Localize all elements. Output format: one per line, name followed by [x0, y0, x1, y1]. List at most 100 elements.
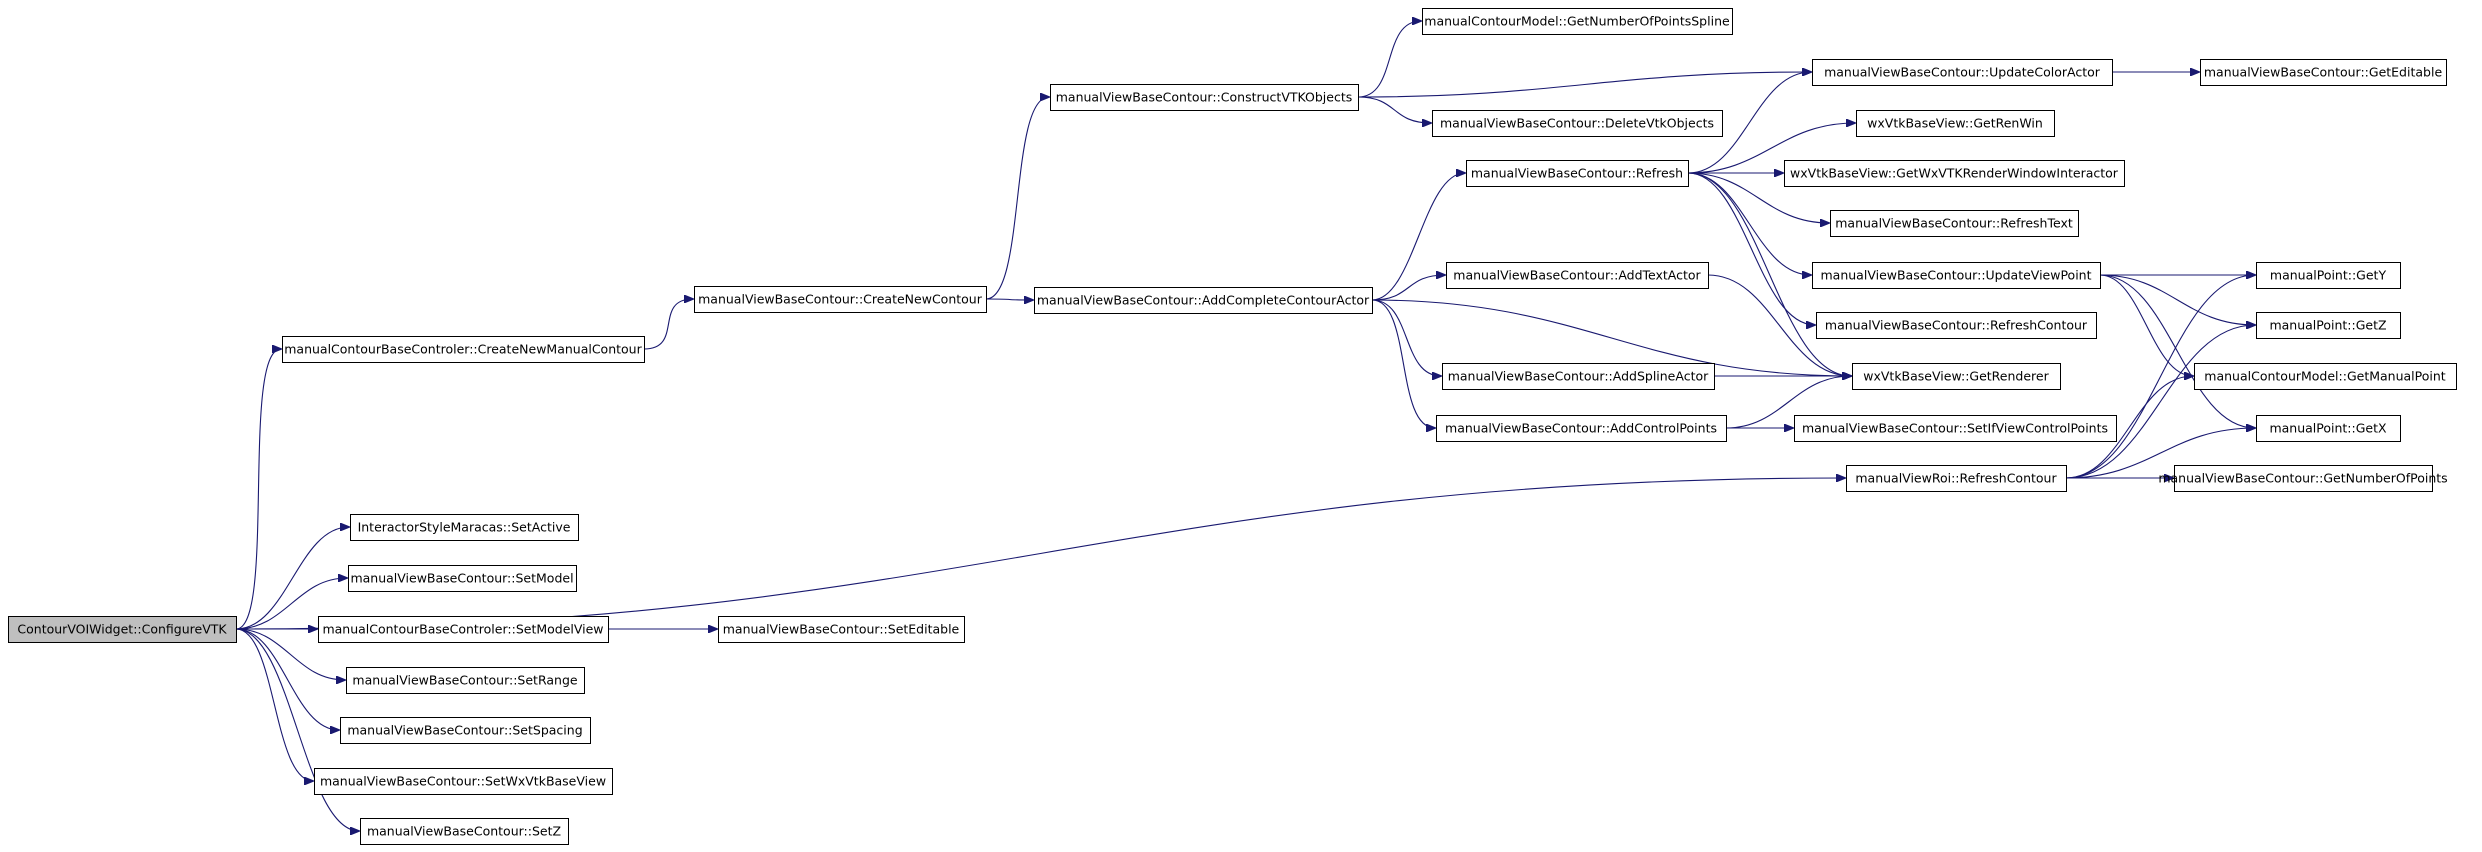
- node-vbc-addcontrol[interactable]: manualViewBaseContour::AddControlPoints: [1436, 415, 1727, 442]
- edge-vbc-refresh-to-wx-getrenwin: [1687, 123, 1855, 174]
- node-vbc-seteditable[interactable]: manualViewBaseContour::SetEditable: [718, 616, 965, 643]
- node-vbc-delete[interactable]: manualViewBaseContour::DeleteVtkObjects: [1432, 110, 1723, 137]
- node-box[interactable]: [318, 616, 609, 643]
- edge-vbc-addcomplete-to-vbc-addspline: [1371, 299, 1441, 376]
- edge-vbc-refresh-to-vbc-updcolor: [1687, 72, 1811, 174]
- node-vbc-setifview[interactable]: manualViewBaseContour::SetIfViewControlP…: [1794, 415, 2117, 442]
- node-box[interactable]: [2200, 59, 2447, 86]
- node-cbc-create[interactable]: manualContourBaseControler::CreateNewMan…: [282, 336, 645, 363]
- node-cm-getmanualpoint[interactable]: manualContourModel::GetManualPoint: [2194, 363, 2457, 390]
- node-vbc-setz[interactable]: manualViewBaseContour::SetZ: [360, 818, 569, 845]
- node-box[interactable]: [1466, 160, 1689, 187]
- edge-roi-refreshcontour-to-mp-getz: [2065, 325, 2255, 479]
- node-vbc-construct[interactable]: manualViewBaseContour::ConstructVTKObjec…: [1050, 84, 1359, 111]
- edge-root-to-vbc-setspacing: [235, 628, 339, 730]
- node-label: manualViewBaseContour::SetZ: [367, 824, 561, 839]
- node-box[interactable]: [1436, 415, 1727, 442]
- node-mp-gety[interactable]: manualPoint::GetY: [2256, 262, 2401, 289]
- node-box[interactable]: [2256, 312, 2401, 339]
- node-box[interactable]: [282, 336, 645, 363]
- node-vbc-refresh[interactable]: manualViewBaseContour::Refresh: [1466, 160, 1689, 187]
- node-box[interactable]: [2256, 415, 2401, 442]
- node-wx-getinteractor[interactable]: wxVtkBaseView::GetWxVTKRenderWindowInter…: [1784, 160, 2125, 187]
- edge-vbc-refresh-to-vbc-refreshtext: [1687, 172, 1829, 223]
- node-vbc-getnumpoints[interactable]: manualViewBaseContour::GetNumberOfPoints: [2158, 465, 2448, 492]
- node-mp-getz[interactable]: manualPoint::GetZ: [2256, 312, 2401, 339]
- edge-vbc-refresh-to-wx-getrenderer: [1687, 172, 1851, 376]
- node-box[interactable]: [1784, 160, 2125, 187]
- node-box[interactable]: [314, 768, 613, 795]
- node-vbc-addcomplete[interactable]: manualViewBaseContour::AddCompleteContou…: [1034, 287, 1373, 314]
- node-box[interactable]: [1050, 84, 1359, 111]
- node-label: manualViewBaseContour::DeleteVtkObjects: [1440, 116, 1714, 131]
- edge-vbc-construct-to-vbc-delete: [1357, 96, 1431, 123]
- node-label: manualContourModel::GetManualPoint: [2204, 369, 2446, 384]
- node-box[interactable]: [2194, 363, 2457, 390]
- node-box[interactable]: [1812, 59, 2113, 86]
- node-vbc-refreshtext[interactable]: manualViewBaseContour::RefreshText: [1830, 210, 2079, 237]
- edge-vbc-addcontrol-to-wx-getrenderer: [1725, 376, 1851, 429]
- edge-vbc-addcomplete-to-vbc-refresh: [1371, 173, 1465, 301]
- edge-vbc-refresh-to-vbc-updviewpoint: [1687, 172, 1811, 275]
- node-cm-npspline[interactable]: manualContourModel::GetNumberOfPointsSpl…: [1422, 8, 1733, 35]
- node-mp-getx[interactable]: manualPoint::GetX: [2256, 415, 2401, 442]
- edge-root-to-vbc-setwx: [235, 628, 313, 781]
- node-label: manualViewBaseContour::GetEditable: [2204, 65, 2443, 80]
- node-box[interactable]: [1432, 110, 1723, 137]
- node-roi-refreshcontour[interactable]: manualViewRoi::RefreshContour: [1846, 465, 2067, 492]
- node-box[interactable]: [1812, 262, 2101, 289]
- edge-roi-refreshcontour-to-mp-getx: [2065, 428, 2255, 479]
- node-label: manualViewRoi::RefreshContour: [1855, 471, 2057, 486]
- edge-vbc-construct-to-cm-npspline: [1357, 21, 1421, 98]
- node-box[interactable]: [1446, 262, 1709, 289]
- node-vbc-setwx[interactable]: manualViewBaseContour::SetWxVtkBaseView: [314, 768, 613, 795]
- node-vbc-create[interactable]: manualViewBaseContour::CreateNewContour: [694, 286, 987, 313]
- node-box[interactable]: [1856, 110, 2055, 137]
- node-box[interactable]: [1852, 363, 2061, 390]
- node-box[interactable]: [340, 717, 591, 744]
- node-box[interactable]: [2256, 262, 2401, 289]
- edge-root-to-vbc-setrange: [235, 628, 345, 680]
- edge-vbc-refresh-to-vbc-refreshcontour: [1687, 172, 1815, 325]
- node-label: manualViewBaseContour::ConstructVTKObjec…: [1056, 90, 1353, 105]
- node-box[interactable]: [718, 616, 965, 643]
- edge-root-to-ism-setactive: [235, 527, 349, 630]
- node-cbc-setmodelview[interactable]: manualContourBaseControler::SetModelView: [318, 616, 609, 643]
- node-label: manualViewBaseContour::SetEditable: [723, 622, 960, 637]
- node-label: manualPoint::GetZ: [2269, 318, 2386, 333]
- node-vbc-setspacing[interactable]: manualViewBaseContour::SetSpacing: [340, 717, 591, 744]
- edge-vbc-updviewpoint-to-mp-getz: [2099, 274, 2255, 325]
- node-box[interactable]: [1816, 312, 2097, 339]
- node-box[interactable]: [2174, 465, 2433, 492]
- node-vbc-setmodel[interactable]: manualViewBaseContour::SetModel: [348, 565, 577, 592]
- node-box[interactable]: [350, 514, 579, 541]
- node-box[interactable]: [348, 565, 577, 592]
- node-box[interactable]: [694, 286, 987, 313]
- node-label: manualViewBaseContour::UpdateColorActor: [1824, 65, 2101, 80]
- node-label: manualContourBaseControler::CreateNewMan…: [284, 342, 642, 357]
- edge-root-to-vbc-setz: [235, 628, 359, 831]
- node-vbc-setrange[interactable]: manualViewBaseContour::SetRange: [346, 667, 585, 694]
- node-vbc-updcolor[interactable]: manualViewBaseContour::UpdateColorActor: [1812, 59, 2113, 86]
- node-wx-getrenderer[interactable]: wxVtkBaseView::GetRenderer: [1852, 363, 2061, 390]
- node-vbc-geteditable[interactable]: manualViewBaseContour::GetEditable: [2200, 59, 2447, 86]
- node-box[interactable]: [1034, 287, 1373, 314]
- node-vbc-updviewpoint[interactable]: manualViewBaseContour::UpdateViewPoint: [1812, 262, 2101, 289]
- node-label: manualViewBaseContour::SetWxVtkBaseView: [320, 774, 606, 789]
- node-box[interactable]: [1830, 210, 2079, 237]
- node-vbc-addtext[interactable]: manualViewBaseContour::AddTextActor: [1446, 262, 1709, 289]
- edge-vbc-create-to-vbc-construct: [985, 97, 1049, 300]
- node-label: manualContourModel::GetNumberOfPointsSpl…: [1424, 14, 1730, 29]
- node-box[interactable]: [346, 667, 585, 694]
- node-box[interactable]: [1794, 415, 2117, 442]
- node-ism-setactive[interactable]: InteractorStyleMaracas::SetActive: [350, 514, 579, 541]
- node-label: manualViewBaseContour::CreateNewContour: [698, 292, 983, 307]
- node-vbc-addspline[interactable]: manualViewBaseContour::AddSplineActor: [1442, 363, 1715, 390]
- node-vbc-refreshcontour[interactable]: manualViewBaseContour::RefreshContour: [1816, 312, 2097, 339]
- node-box[interactable]: [1846, 465, 2067, 492]
- node-box[interactable]: [1422, 8, 1733, 35]
- node-box: [8, 616, 237, 643]
- node-wx-getrenwin[interactable]: wxVtkBaseView::GetRenWin: [1856, 110, 2055, 137]
- node-box[interactable]: [360, 818, 569, 845]
- node-box[interactable]: [1442, 363, 1715, 390]
